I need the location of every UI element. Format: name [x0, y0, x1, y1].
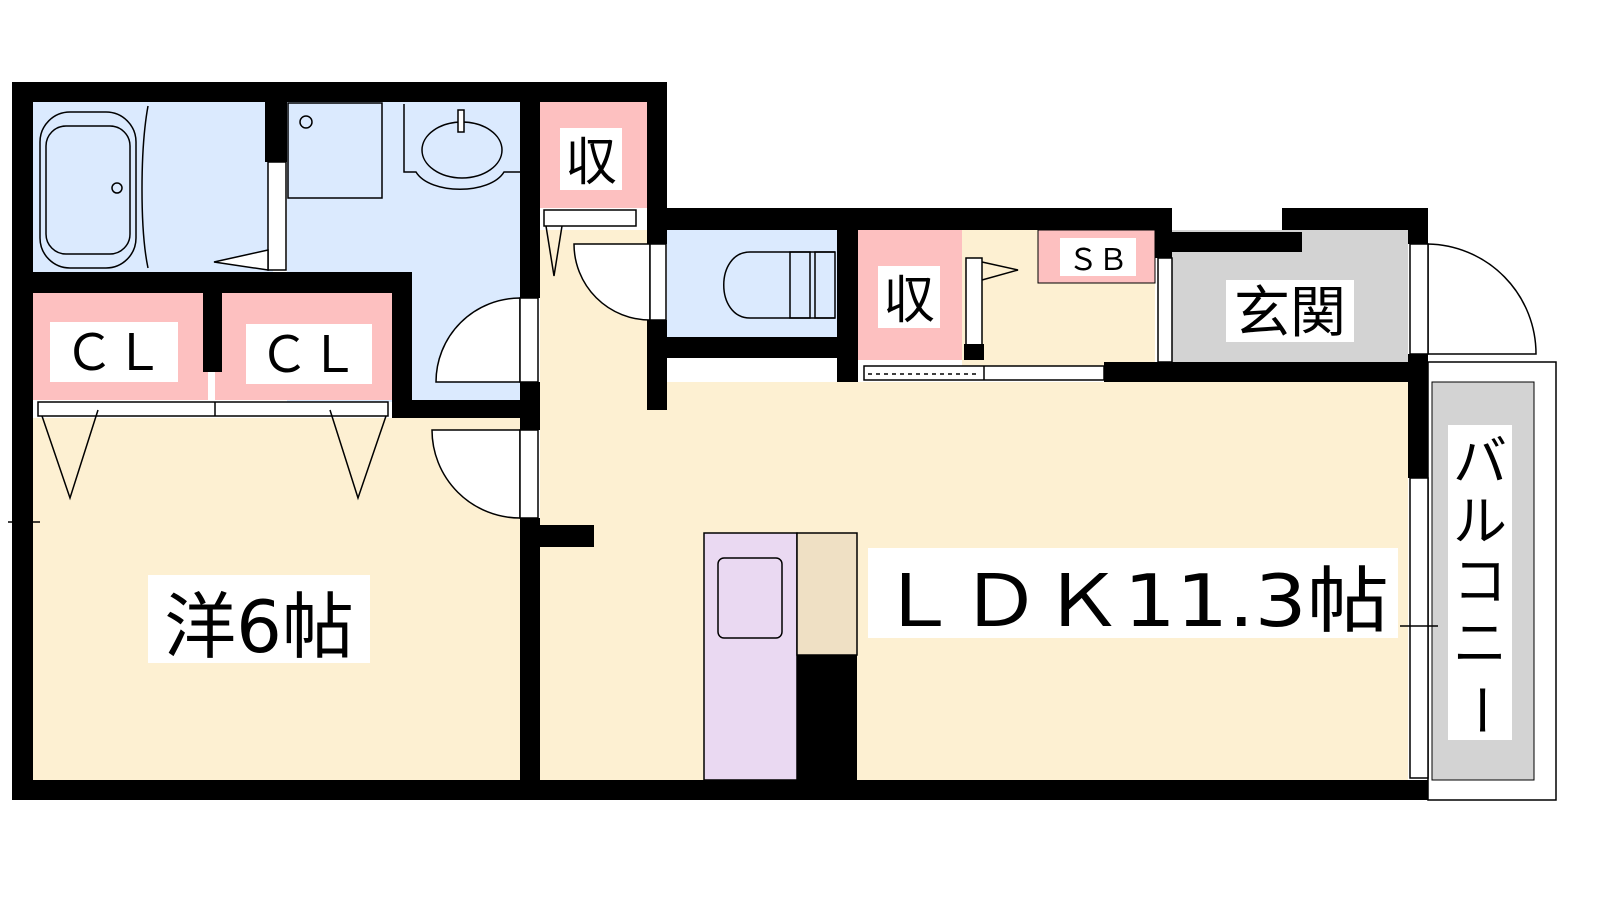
walls — [12, 82, 1428, 800]
bathtub-icon — [39, 111, 137, 269]
toilet-icon — [723, 251, 835, 319]
washroom-door — [435, 297, 521, 383]
washer-space-icon — [287, 102, 383, 199]
window-balcony — [1409, 477, 1429, 779]
bath-door — [267, 161, 287, 271]
refrigerator-space — [797, 655, 857, 780]
label-western-room: 洋6帖 — [164, 585, 354, 669]
western-room-door — [431, 429, 521, 519]
label-ldk: ＬＤＫ11.3帖 — [877, 559, 1389, 643]
closet-doors — [37, 401, 389, 417]
toilet-door — [573, 243, 651, 321]
label-entrance: 玄関 — [1234, 281, 1346, 346]
sink-icon — [403, 104, 520, 190]
label-closet-right: ＣＬ — [259, 326, 359, 384]
label-closet-left: ＣＬ — [64, 324, 164, 382]
label-shoe-box: ＳＢ — [1068, 243, 1128, 278]
toilet-floor — [667, 230, 837, 337]
label-storage-upper: 収 — [565, 133, 617, 193]
label-balcony-5: ー — [1449, 683, 1512, 737]
bathroom-floor — [33, 102, 273, 272]
label-storage-middle: 収 — [883, 271, 935, 331]
entry-door — [1427, 243, 1537, 355]
label-balcony-2: ル — [1453, 490, 1507, 553]
label-balcony-4: ニ — [1453, 612, 1507, 675]
label-balcony-3: コ — [1453, 550, 1507, 613]
side-counter — [796, 532, 858, 656]
label-balcony-1: バ — [1453, 430, 1507, 493]
labels: 収 収 ＣＬ ＣＬ ＳＢ 玄関 洋6帖 ＬＤＫ11.3帖 バ ル コ ニ ー — [50, 128, 1512, 740]
